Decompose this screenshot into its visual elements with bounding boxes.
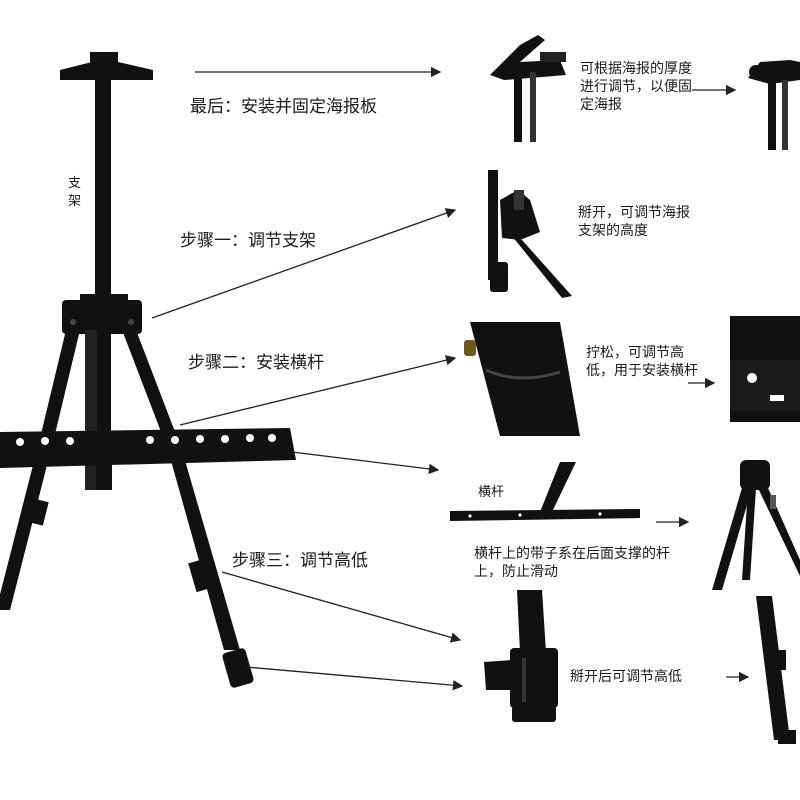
note-open-bracket: 掰开，可调节海报支架的高度 [578, 205, 690, 239]
right-leg [122, 330, 254, 688]
knob-detail-photo [464, 320, 580, 436]
tripod-legs-photo [712, 460, 800, 590]
label-zhijia: 支架 [68, 176, 82, 209]
top-clamp [60, 52, 153, 80]
clamp-detail-photo-1 [490, 35, 566, 142]
leg-extended-photo [756, 596, 796, 744]
clamp-detail-photo-2 [748, 60, 800, 150]
crossbar-detail-photo [450, 462, 640, 521]
label-step3: 步骤三：调节高低 [232, 551, 368, 571]
crossbar-shelf [0, 428, 296, 468]
arrow-step1 [151, 208, 457, 319]
left-leg [0, 330, 80, 610]
note-loosen: 拧松，可调节高低，用于安装横杆 [586, 345, 698, 379]
arrow-crossbar [291, 451, 440, 475]
label-step1: 步骤一：调节支架 [180, 231, 316, 251]
label-step2: 步骤二：安装横杆 [188, 353, 324, 373]
leg-clamp-detail-photo [484, 590, 558, 722]
note-open-height: 掰开后可调节高低 [570, 669, 682, 685]
arrow-step3-a [221, 571, 462, 643]
hub-detail-photo [730, 316, 800, 422]
note-crossbar: 横杆上的带子系在后面支撑的杆上，防止滑动 [474, 546, 670, 580]
crossbar-title: 横杆 [478, 485, 505, 500]
bracket-detail-photo [488, 170, 572, 298]
arrow-step2 [179, 355, 457, 426]
label-final-step: 最后：安装并固定海报板 [190, 97, 377, 117]
note-thickness: 可根据海报的厚度进行调节，以便固定海报 [580, 61, 692, 113]
center-mast [95, 78, 111, 490]
arrow-step3-b [245, 666, 464, 691]
leg-hub [62, 294, 142, 334]
